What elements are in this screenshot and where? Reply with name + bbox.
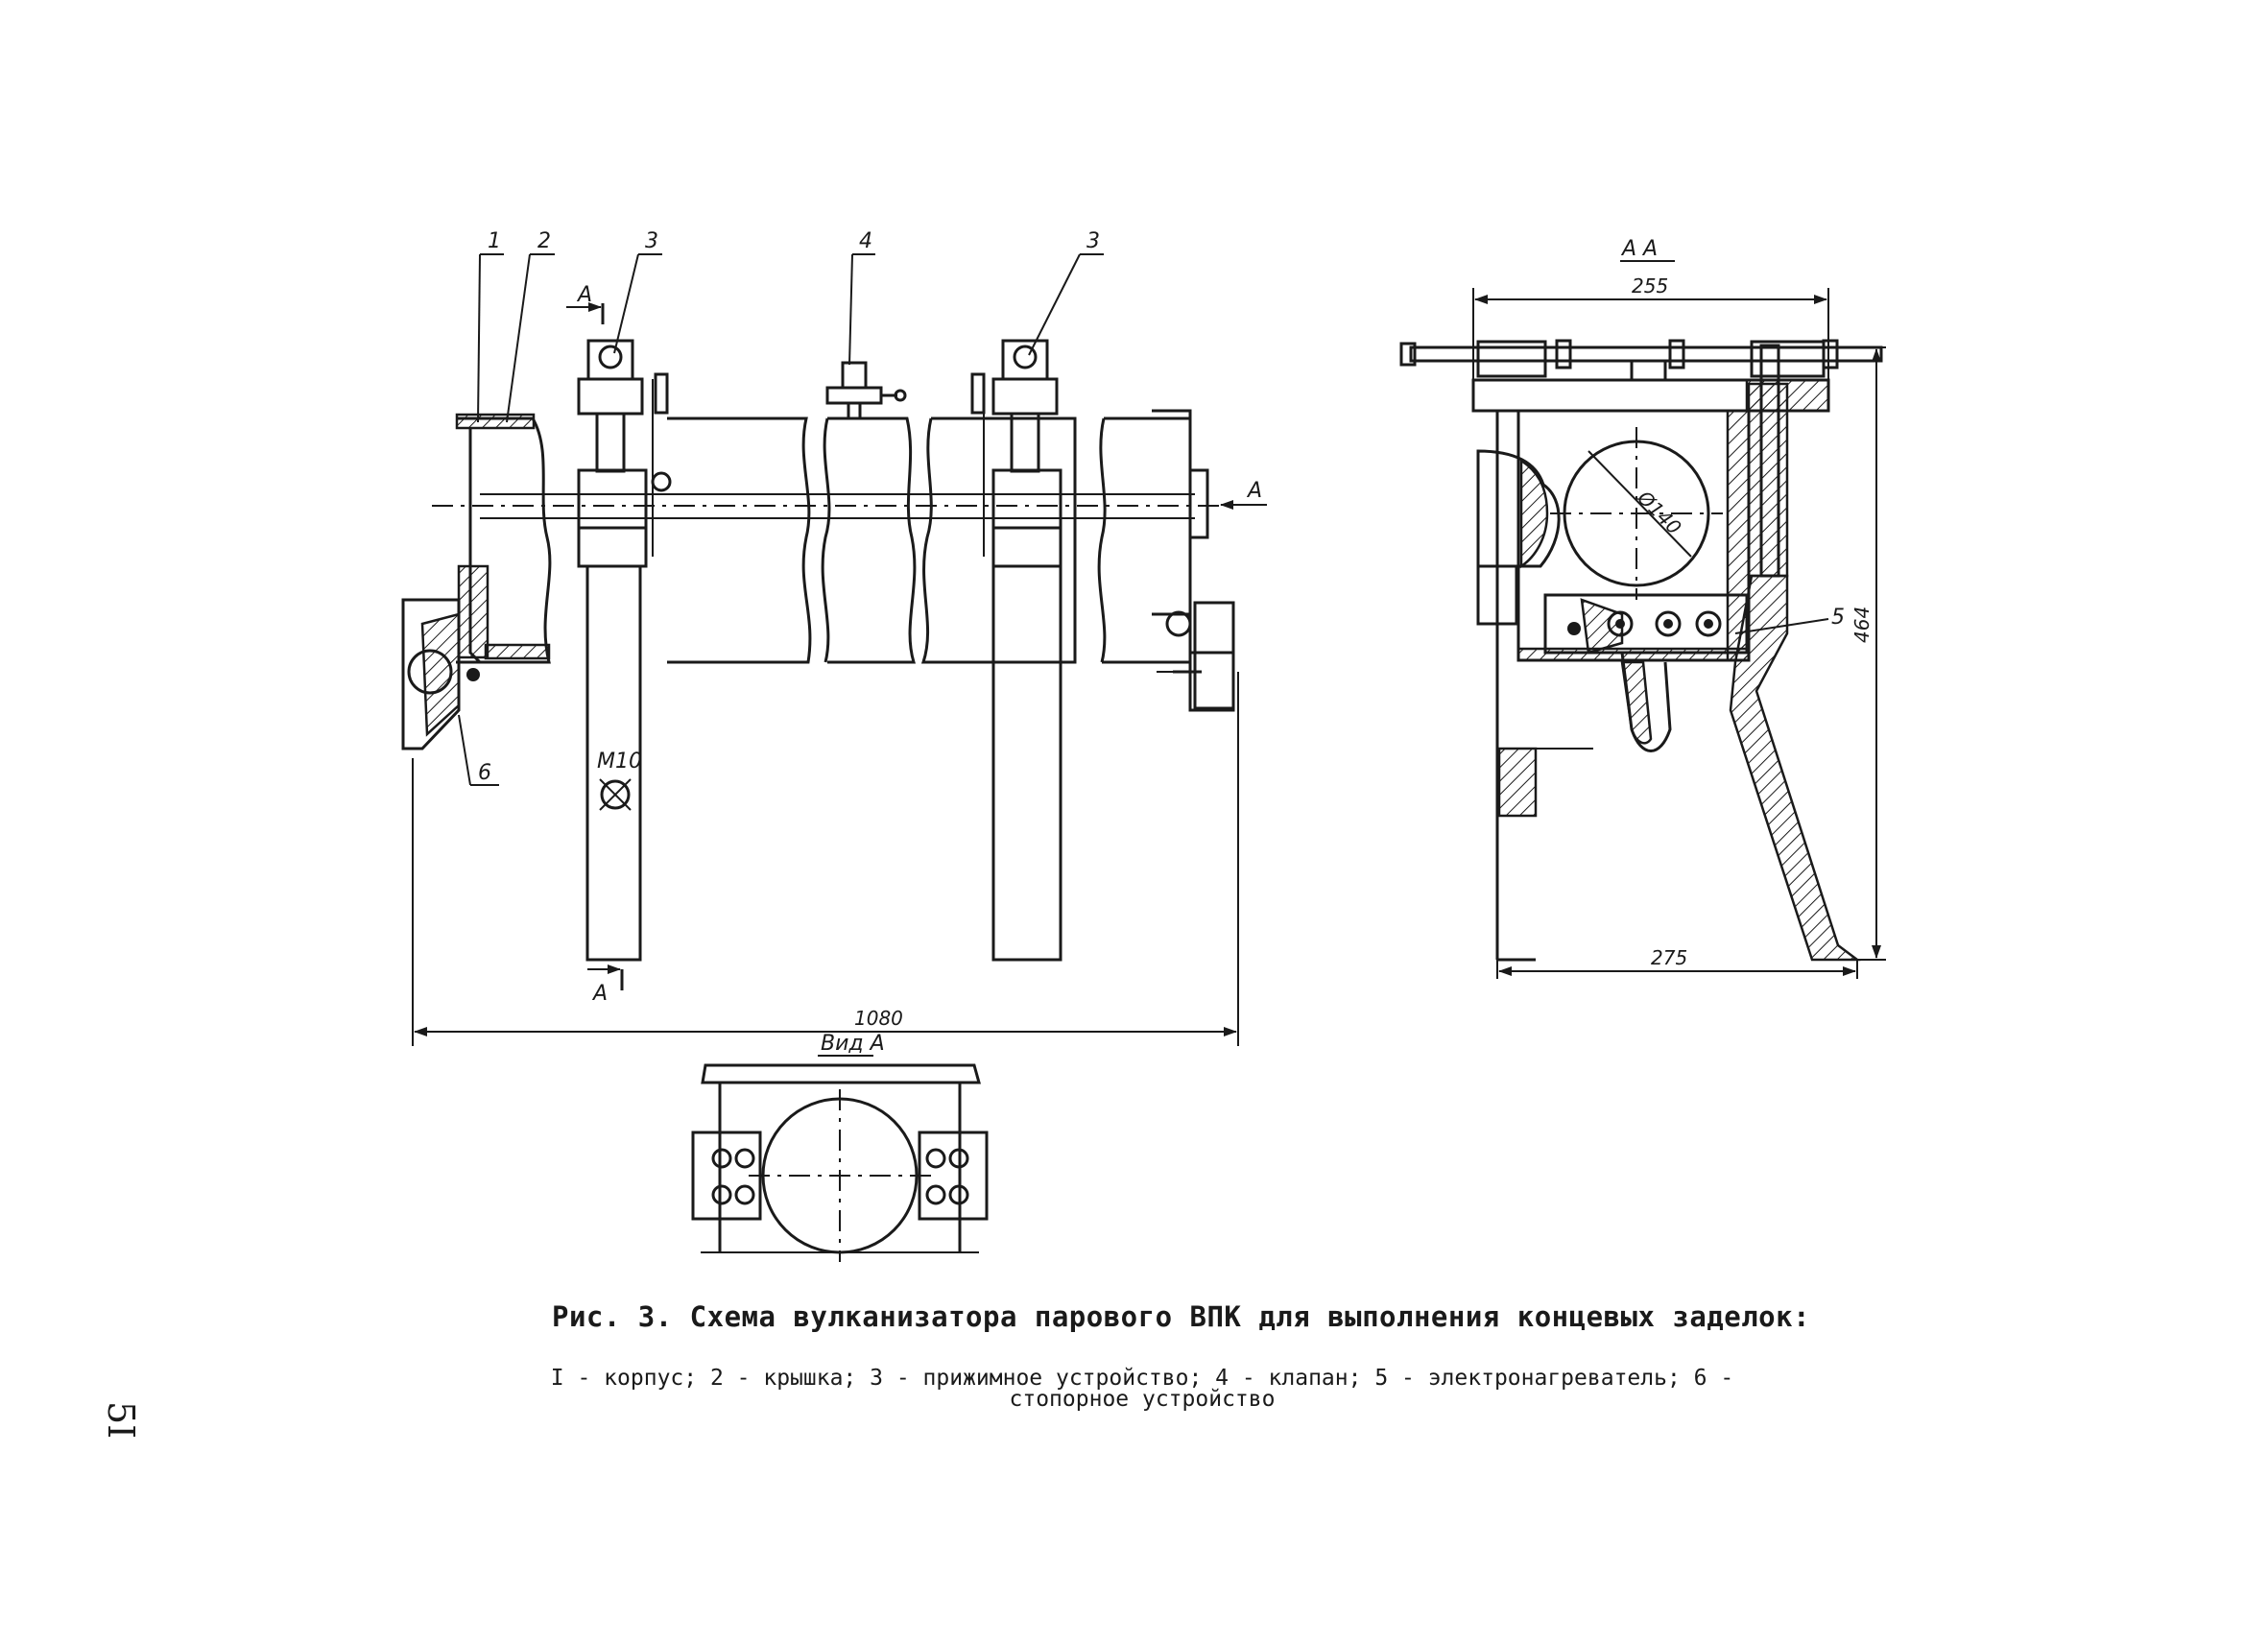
end-cover (455, 413, 551, 664)
figure-title: Рис. 3. Схема вулканизатора парового ВПК… (552, 1300, 1811, 1333)
callout-2: 2 (537, 229, 551, 253)
callout-5: 5 (1831, 606, 1845, 630)
dim-bore-label: Ø140 (1633, 486, 1686, 539)
dimension-1080 (412, 672, 1239, 1046)
dim-275-label: 275 (1651, 946, 1687, 969)
callout-3-left: 3 (645, 229, 658, 253)
section-markers (566, 302, 1267, 990)
view-mark-right: А (1246, 479, 1262, 503)
right-end-flange (1152, 409, 1235, 712)
view-a (691, 1055, 989, 1262)
callout-4: 4 (859, 229, 872, 253)
callout-1: 1 (488, 229, 501, 253)
front-view: 1 2 3 4 3 6 А А А М10 1080 (401, 229, 1267, 1046)
dim-1080-label: 1080 (854, 1007, 903, 1030)
cylinder-body (432, 417, 1224, 664)
section-mark-bottom: А (591, 982, 608, 1006)
valve (825, 361, 907, 420)
section-aa (1399, 260, 1886, 979)
section-mark-top: А (576, 283, 592, 307)
page-number: 5I (100, 1401, 142, 1440)
clamp-left (577, 339, 672, 962)
dim-255-label: 255 (1632, 274, 1668, 298)
bolt-size-label: М10 (597, 750, 642, 774)
callout-6: 6 (478, 761, 491, 785)
figure-legend: I - корпус; 2 - крышка; 3 - прижимное ус… (550, 1366, 1734, 1412)
view-a-title: Вид А (821, 1032, 885, 1056)
clamp-right (970, 339, 1062, 962)
front-callouts (458, 253, 1104, 786)
dim-464-label: 464 (1850, 607, 1874, 643)
locking-device (401, 598, 480, 750)
section-aa-title: А А (1620, 237, 1658, 261)
callout-3-right: 3 (1086, 229, 1100, 253)
